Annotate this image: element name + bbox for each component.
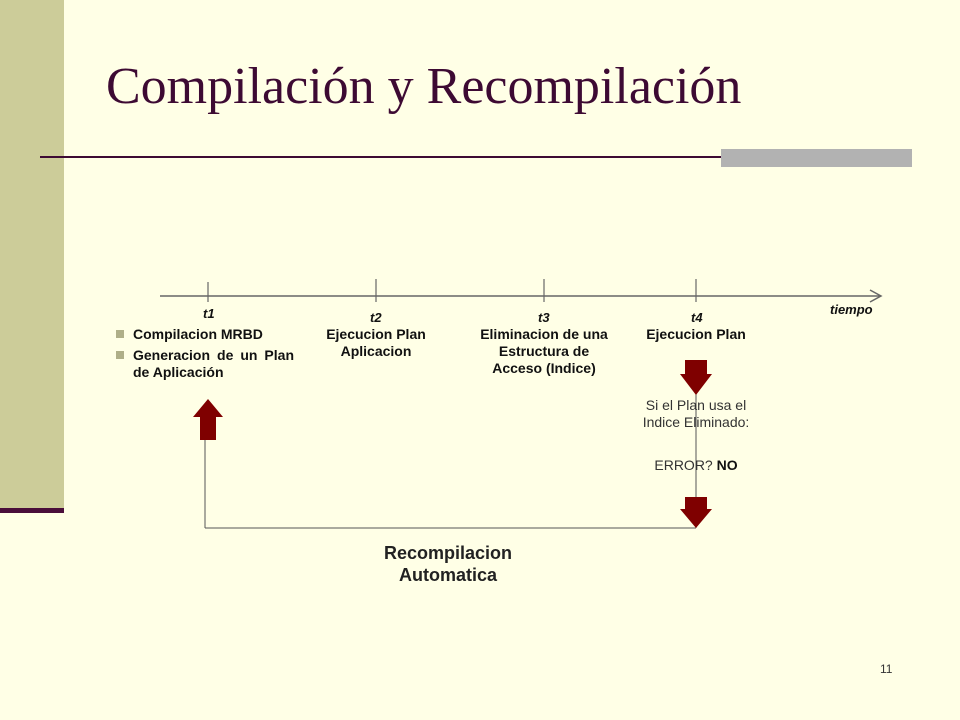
slide-title: Compilación y Recompilación xyxy=(106,58,742,115)
caption-t3: Eliminacion de una Estructura de Acceso … xyxy=(480,326,608,376)
up-arrow-icon xyxy=(193,399,223,440)
list-item: Compilacion MRBD xyxy=(116,326,294,343)
t1-bullet-list: Compilacion MRBD Generacion de un Plan d… xyxy=(116,326,294,385)
side-bar xyxy=(0,0,64,508)
time-label-t1: t1 xyxy=(203,306,215,321)
time-label-t2: t2 xyxy=(370,310,382,325)
title-rule-accent xyxy=(721,149,912,167)
recompilation-label: Recompilacion Automatica xyxy=(383,543,513,585)
list-item: Generacion de un Plan de Aplicación xyxy=(116,347,294,381)
page-number: 11 xyxy=(880,662,893,676)
condition-note: Si el Plan usa el Indice Eliminado: xyxy=(642,397,750,430)
time-label-t3: t3 xyxy=(538,310,550,325)
error-answer: NO xyxy=(716,457,738,473)
caption-t4: Ejecucion Plan xyxy=(646,326,746,342)
time-axis-label: tiempo xyxy=(830,302,873,317)
title-rule xyxy=(40,156,912,158)
down-arrow-icon xyxy=(680,360,712,395)
error-prefix: ERROR? xyxy=(654,457,717,473)
side-bar-foot xyxy=(0,508,64,513)
time-label-t4: t4 xyxy=(691,310,703,325)
down-arrow-icon xyxy=(680,497,712,528)
time-axis-arrowhead xyxy=(869,289,883,303)
error-question: ERROR? NO xyxy=(616,457,776,474)
caption-t2: Ejecucion Plan Aplicacion xyxy=(326,326,426,359)
